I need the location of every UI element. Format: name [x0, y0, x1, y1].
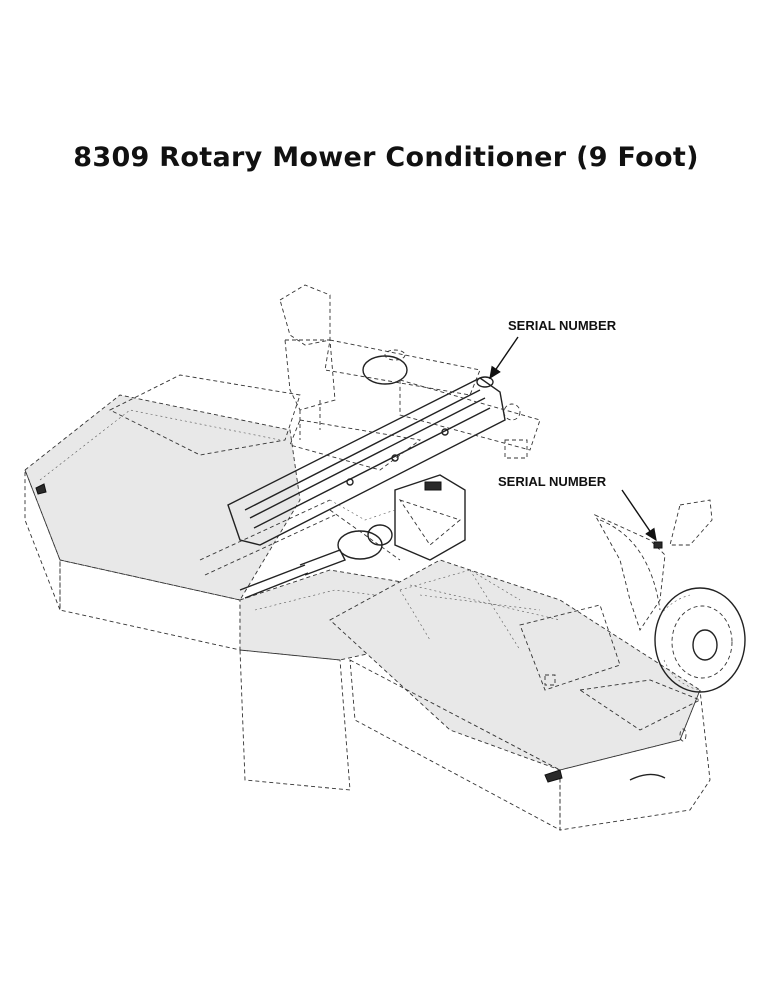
- serial-number-arrow-frame: [621, 489, 657, 542]
- wheel-arm: [593, 499, 713, 632]
- serial-number-arrow-hitch: [489, 336, 519, 380]
- serial-number-callout-frame: SERIAL NUMBER: [498, 474, 607, 489]
- tongue-drawbar: [199, 376, 521, 576]
- page-title: 8309 Rotary Mower Conditioner (9 Foot): [73, 142, 699, 173]
- serial-number-callout-hitch: SERIAL NUMBER: [508, 318, 617, 333]
- rear-frame: [279, 284, 541, 471]
- transport-wheel: [654, 587, 746, 693]
- right-cutter-housing: [35, 483, 711, 831]
- gearbox-pto: [239, 474, 466, 599]
